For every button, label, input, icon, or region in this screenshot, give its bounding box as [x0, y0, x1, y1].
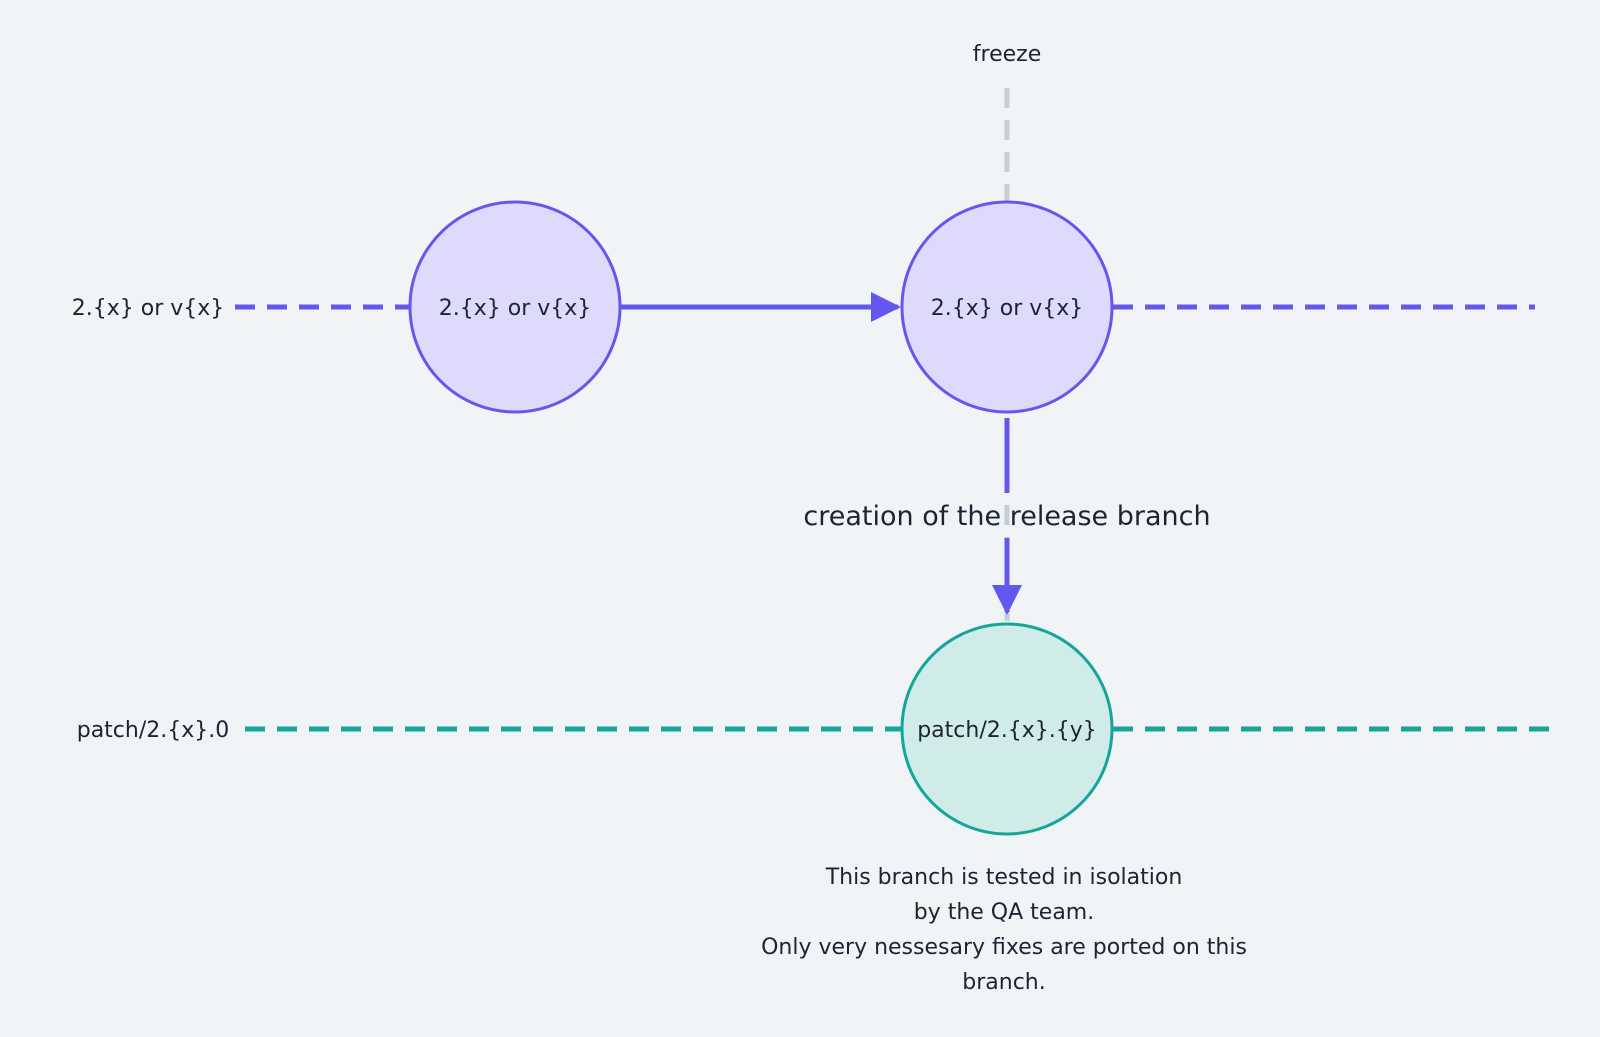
release-branch-label: creation of the release branch [803, 501, 1210, 532]
patch-node-label: patch/2.{x}.{y} [917, 718, 1097, 743]
patch-branch-note: This branch is tested in isolation by th… [700, 860, 1308, 1000]
patch-node: patch/2.{x}.{y} [900, 622, 1114, 836]
note-line: Only very nessesary fixes are ported on … [761, 935, 1247, 960]
note-line: by the QA team. [913, 900, 1095, 925]
freeze-label: freeze [973, 42, 1041, 67]
main-node-b-label: 2.{x} or v{x} [931, 296, 1084, 321]
patch-lane-label: patch/2.{x}.0 [77, 718, 230, 743]
note-line: branch. [962, 970, 1046, 995]
main-node-b: 2.{x} or v{x} [900, 200, 1114, 414]
main-node-a-label: 2.{x} or v{x} [439, 296, 592, 321]
main-lane-label: 2.{x} or v{x} [72, 296, 225, 321]
main-node-a: 2.{x} or v{x} [408, 200, 622, 414]
note-line: This branch is tested in isolation [825, 865, 1183, 890]
